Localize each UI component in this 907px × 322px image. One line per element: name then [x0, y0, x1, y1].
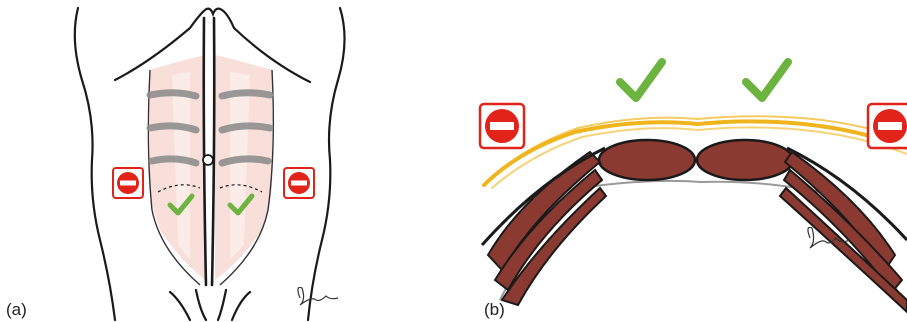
checkmark-icon: [620, 62, 662, 98]
panel-b-abdomen-cross-section: (b): [440, 0, 907, 322]
umbilicus: [203, 155, 213, 165]
fat-layer: [484, 116, 907, 188]
no-entry-icon: [480, 104, 524, 148]
rectus-muscle-right: [697, 140, 793, 180]
signature-icon: [298, 287, 338, 305]
abdomen-front-illustration: [0, 0, 440, 322]
no-entry-icon: [868, 104, 907, 148]
no-entry-icon: [113, 168, 143, 198]
lateral-muscles-right: [780, 148, 907, 312]
cross-section-illustration: [440, 0, 907, 322]
checkmark-icon: [746, 62, 788, 98]
panel-a-abdomen-front-view: (a): [0, 0, 440, 322]
panel-label-b: (b): [484, 300, 505, 320]
rectus-muscle-left: [599, 140, 695, 180]
panel-label-a: (a): [6, 300, 27, 320]
no-entry-icon: [284, 168, 314, 198]
